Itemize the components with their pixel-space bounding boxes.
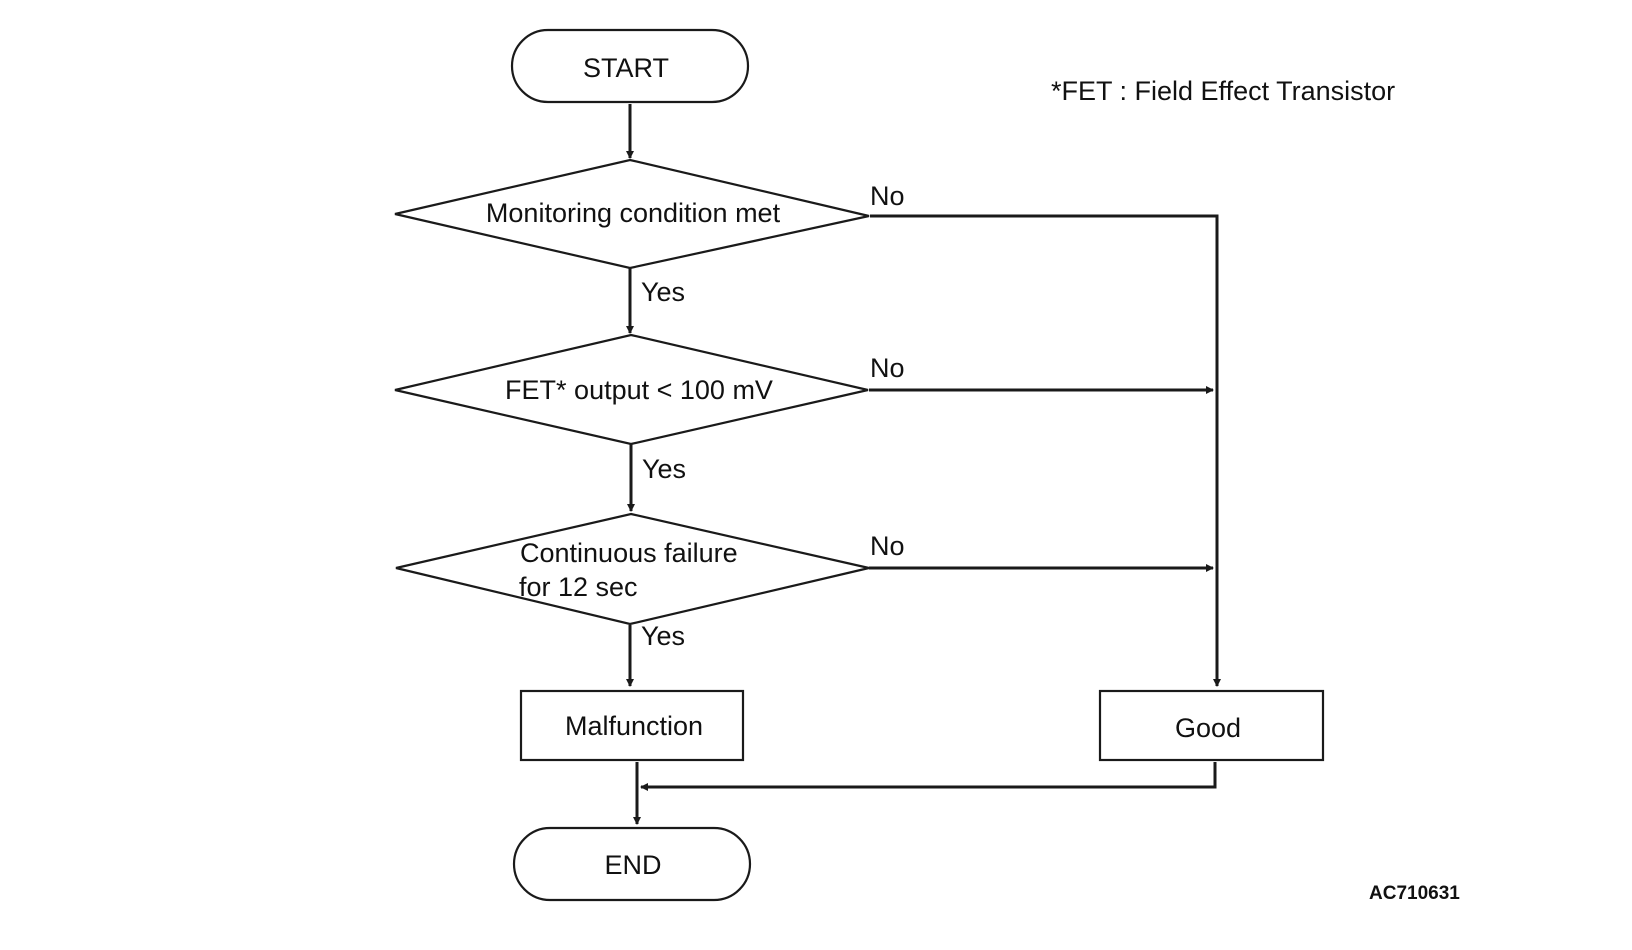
flowchart-edges [626, 104, 1221, 825]
monitoring-decision [394, 158, 870, 270]
good-label: Good [1175, 713, 1241, 743]
end-terminal [512, 826, 752, 902]
end-label: END [604, 850, 661, 880]
fet-yes-label: Yes [642, 454, 686, 484]
malfunction-label: Malfunction [565, 711, 703, 741]
monitoring-label: Monitoring condition met [486, 198, 781, 228]
flowchart-nodes: START Monitoring condition met FET* outp… [394, 28, 1325, 902]
start-terminal [510, 28, 750, 104]
continuous-yes-label: Yes [641, 621, 685, 651]
start-label: START [583, 53, 669, 83]
good-box [1098, 689, 1325, 762]
fet-footnote: *FET : Field Effect Transistor [1051, 76, 1395, 106]
monitoring-no-label: No [870, 181, 905, 211]
monitoring-yes-label: Yes [641, 277, 685, 307]
flowchart-edge-labels: No Yes No Yes No Yes [641, 181, 905, 651]
figure-code: AC710631 [1369, 883, 1460, 904]
edge-good-to-end [640, 762, 1217, 791]
continuous-failure-label-line2: for 12 sec [519, 572, 638, 602]
continuous-no-label: No [870, 531, 905, 561]
continuous-failure-decision [395, 512, 870, 626]
fet-output-label: FET* output < 100 mV [505, 375, 773, 405]
edge-monitoring-no [870, 214, 1221, 687]
fet-output-decision [394, 333, 869, 446]
malfunction-box [519, 689, 745, 762]
continuous-failure-label-line1: Continuous failure [520, 538, 738, 568]
fet-no-label: No [870, 353, 905, 383]
